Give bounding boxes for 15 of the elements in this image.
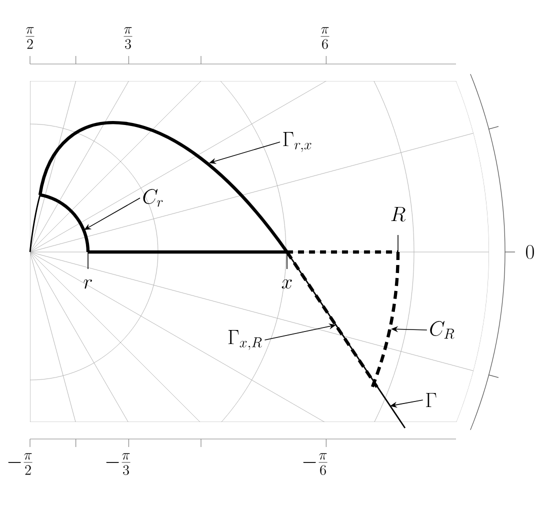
angle-label: $\frac{\pi}{6}$ bbox=[320, 27, 330, 49]
axis-label: $R$ bbox=[391, 206, 406, 222]
curve-label: $\Gamma_{x,R}$ bbox=[228, 330, 262, 350]
angle-label: $\frac{\pi}{2}$ bbox=[26, 27, 34, 49]
curve-label: $\Gamma$ bbox=[426, 393, 436, 408]
angle-label: $\frac{\pi}{3}$ bbox=[124, 27, 132, 49]
axis-label: $x$ bbox=[282, 279, 292, 289]
curve-label: $C_R$ bbox=[430, 320, 454, 339]
contour-curve bbox=[370, 252, 400, 388]
axis-label: $0$ bbox=[526, 245, 534, 259]
curve-label: $\Gamma_{r,x}$ bbox=[283, 132, 312, 152]
angle-label: $-\frac{\pi}{2}$ bbox=[8, 453, 32, 475]
angle-label: $-\frac{\pi}{6}$ bbox=[303, 453, 328, 475]
angle-label: $-\frac{\pi}{3}$ bbox=[106, 453, 130, 475]
axis-label: $r$ bbox=[84, 279, 92, 289]
